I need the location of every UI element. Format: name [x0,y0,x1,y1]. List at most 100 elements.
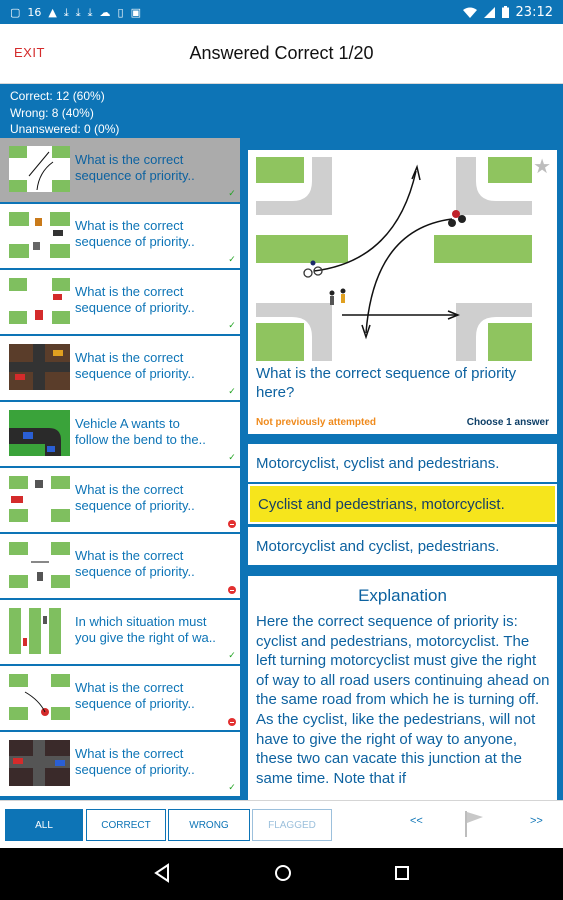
question-thumbnail [9,476,70,522]
question-list-line2: sequence of priority.. [75,564,195,579]
question-list-line2: sequence of priority.. [75,234,195,249]
question-list-line2: sequence of priority.. [75,498,195,513]
flag-star-icon[interactable]: ★ [533,154,551,178]
question-list-line1: In which situation must [75,614,207,629]
answer-instruction: Choose 1 answer [466,417,549,428]
wrong-count: Wrong: 8 (40%) [10,105,94,120]
notification-count: 16 [27,5,42,19]
previous-button[interactable]: << [410,815,423,827]
tab-all[interactable]: ALL [5,809,83,841]
question-list-line2: sequence of priority.. [75,696,195,711]
question-list-line1: What is the correct [75,350,184,365]
correct-check-icon: ✓ [228,453,236,463]
question-image [256,157,532,361]
battery-icon [501,6,509,18]
question-list-line1: What is the correct [75,284,184,299]
tab-wrong[interactable]: WRONG [168,809,250,841]
back-icon[interactable] [152,862,172,884]
wifi-icon [462,7,477,18]
question-list-line1: What is the correct [75,482,184,497]
download-icon: ⤓ [87,5,93,19]
question-thumbnail [9,410,70,456]
question-list-line1: What is the correct [75,548,184,563]
correct-count: Correct: 12 (60%) [10,89,105,103]
question-list-line2: you give the right of wa.. [75,630,216,645]
home-icon[interactable] [272,862,294,884]
pedestrian-icon [329,288,346,305]
question-list-line1: What is the correct [75,218,184,233]
correct-check-icon: ✓ [228,189,236,199]
cyclist-icon [303,260,323,278]
answer-option-correct[interactable]: Cyclist and pedestrians, motorcyclist. [248,484,557,524]
device-icon: ▯ [117,5,124,19]
question-list-line1: What is the correct [75,746,184,761]
signal-icon [483,6,495,18]
wrong-icon [228,718,236,726]
exit-button[interactable]: EXIT [14,45,45,60]
wrong-icon [228,520,236,528]
explanation-panel: Explanation Here the correct sequence of… [248,576,557,800]
cloud-upload-icon: ☁ [99,5,111,19]
tab-flagged[interactable]: FLAGGED [252,809,332,841]
tab-correct[interactable]: CORRECT [86,809,166,841]
question-thumbnail [9,278,70,324]
clock: 23:12 [515,4,553,20]
question-thumbnail [9,542,70,588]
correct-check-icon: ✓ [228,321,236,331]
correct-check-icon: ✓ [228,387,236,397]
system-navigation-bar [0,848,563,900]
unanswered-count: Unanswered: 0 (0%) [10,122,120,136]
question-list-line1: What is the correct [75,152,184,167]
question-list-line2: sequence of priority.. [75,366,195,381]
attempt-status: Not previously attempted [256,417,377,428]
results-summary: Correct: 12 (60%) Wrong: 8 (40%) Unanswe… [0,84,563,138]
question-thumbnail [9,608,70,654]
question-card: ★ What is the correct sequence of priori… [248,150,557,434]
download-icon: ⤓ [63,5,69,19]
warning-icon: ▲ [48,5,57,19]
answer-option[interactable]: Motorcyclist, cyclist and pedestrians. [248,444,557,482]
question-thumbnail [9,674,70,720]
correct-check-icon: ✓ [228,255,236,265]
question-list-line1: What is the correct [75,680,184,695]
filter-bar: ALL CORRECT WRONG FLAGGED << >> [0,800,563,848]
question-list-line2: sequence of priority.. [75,168,195,183]
question-list-line2: follow the bend to the.. [75,432,206,447]
motorcyclist-icon [448,210,466,227]
question-thumbnail [9,146,70,192]
answer-option[interactable]: Motorcyclist and cyclist, pedestrians. [248,527,557,565]
question-list-line2: sequence of priority.. [75,762,195,777]
notification-icon: ▢ [10,5,21,19]
page-title: Answered Correct 1/20 [189,43,374,63]
toolbar: EXIT Answered Correct 1/20 [0,24,563,84]
recents-icon[interactable] [392,862,412,884]
explanation-text: Here the correct sequence of priority is… [256,613,550,787]
flag-icon[interactable] [463,809,485,839]
question-list-line2: sequence of priority.. [75,300,195,315]
correct-check-icon: ✓ [228,783,236,793]
photo-icon: ▣ [130,5,141,19]
question-thumbnail [9,344,70,390]
correct-check-icon: ✓ [228,651,236,661]
question-list-line1: Vehicle A wants to [75,416,180,431]
next-button[interactable]: >> [530,815,543,827]
wrong-icon [228,586,236,594]
question-thumbnail [9,212,70,258]
download-icon: ⤓ [75,5,81,19]
status-bar: ▢ 16 ▲ ⤓ ⤓ ⤓ ☁ ▯ ▣ 23:12 [0,0,563,24]
explanation-title: Explanation [358,586,447,605]
question-text: What is the correct sequence of priority… [256,365,517,401]
question-thumbnail [9,740,70,786]
